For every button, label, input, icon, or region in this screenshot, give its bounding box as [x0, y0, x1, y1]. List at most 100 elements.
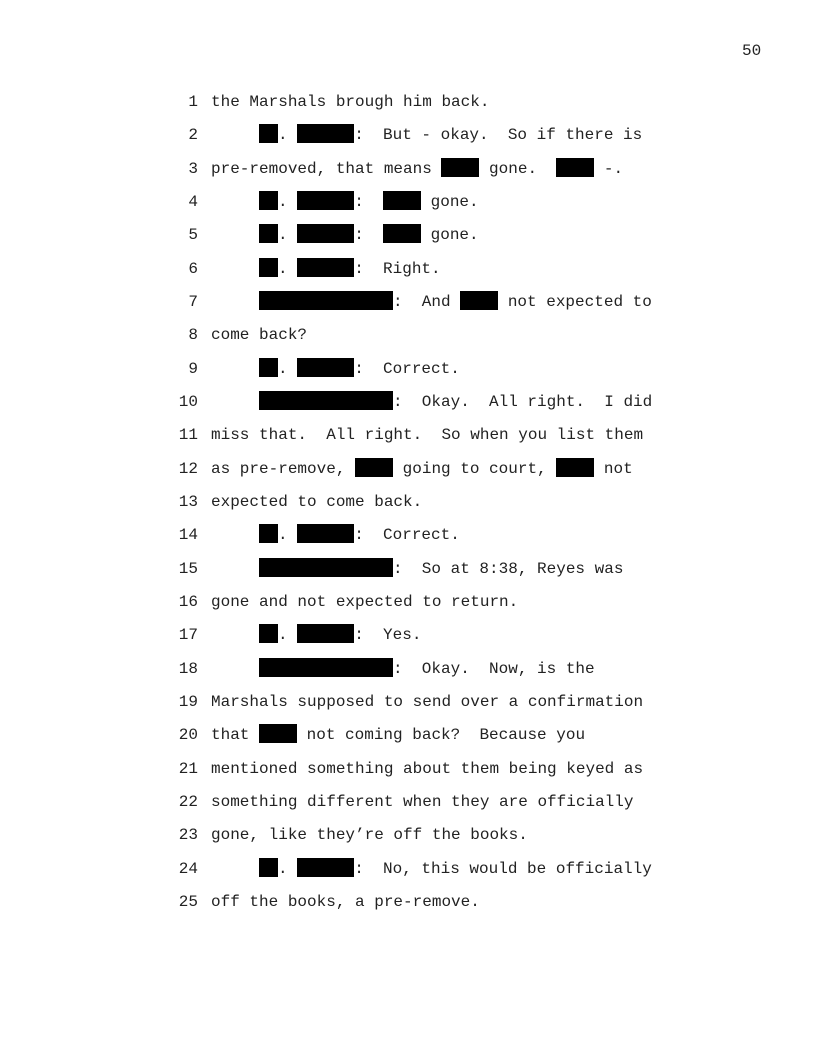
redaction: [259, 190, 278, 210]
transcript-body: 1 the Marshals brough him back. 2. : But …: [0, 86, 816, 919]
redaction: [259, 524, 278, 544]
line-number: 19: [178, 692, 198, 711]
transcript-line: 10 : Okay. All right. I did: [0, 386, 816, 419]
redaction: [259, 857, 278, 877]
transcript-line: 23 gone, like they’re off the books.: [0, 819, 816, 852]
line-number: 12: [178, 459, 198, 478]
transcript-line: 25 off the books, a pre-remove.: [0, 886, 816, 919]
redaction: [259, 357, 278, 377]
line-text: miss that. All right. So when you list t…: [211, 426, 644, 445]
line-text: : So at 8:38, Reyes was: [393, 559, 624, 578]
line-number: 11: [178, 426, 198, 445]
transcript-line: 9. : Correct.: [0, 353, 816, 386]
redaction: [297, 857, 355, 877]
redaction: [460, 290, 499, 310]
line-text: gone.: [479, 159, 557, 178]
line-number: 17: [178, 626, 198, 645]
redaction: [355, 457, 394, 477]
line-text: come back?: [211, 326, 308, 345]
line-text: gone.: [421, 192, 479, 211]
redaction: [259, 557, 393, 577]
page-number: 50: [742, 42, 762, 60]
line-text: .: [278, 259, 298, 278]
line-number: 1: [188, 93, 198, 111]
transcript-line: 15 : So at 8:38, Reyes was: [0, 553, 816, 586]
transcript-line: 7: And not expected to: [0, 286, 816, 319]
transcript-line: 3 pre-removed, that means gone. -.: [0, 153, 816, 186]
line-text: .: [278, 126, 298, 145]
line-text: gone, like they’re off the books.: [211, 826, 528, 845]
redaction: [556, 157, 595, 177]
line-number: 6: [188, 259, 198, 278]
line-text: :: [354, 226, 384, 245]
redaction: [297, 624, 355, 644]
redaction: [383, 190, 422, 210]
line-text: -.: [594, 159, 624, 178]
line-number: 4: [188, 192, 198, 211]
redaction: [297, 257, 355, 277]
line-text: .: [278, 226, 298, 245]
line-number: 24: [178, 859, 198, 878]
line-number: 21: [178, 759, 198, 778]
transcript-line: 4. : gone.: [0, 186, 816, 219]
redaction: [297, 190, 355, 210]
line-text: mentioned something about them being key…: [211, 759, 644, 778]
line-number: 25: [178, 892, 198, 911]
transcript-line: 17. : Yes.: [0, 619, 816, 652]
redaction: [383, 224, 422, 244]
redaction: [441, 157, 480, 177]
line-text: : Yes.: [354, 626, 422, 645]
line-text: as pre-remove,: [211, 459, 356, 478]
line-number: 3: [188, 159, 198, 178]
line-text: not: [594, 459, 633, 478]
line-text: .: [278, 192, 298, 211]
transcript-line: 14. : Correct.: [0, 519, 816, 552]
line-text: the Marshals brough him back.: [211, 93, 490, 111]
redaction: [259, 224, 278, 244]
redaction: [259, 624, 278, 644]
line-number: 2: [188, 126, 198, 145]
line-text: off the books, a pre-remove.: [211, 892, 480, 911]
transcript-line: 6. : Right.: [0, 253, 816, 286]
line-text: .: [278, 626, 298, 645]
redaction: [259, 390, 393, 410]
line-number: 15: [178, 559, 198, 578]
line-number: 8: [188, 326, 198, 345]
line-number: 16: [178, 592, 198, 611]
redaction: [259, 124, 278, 144]
transcript-line: 21 mentioned something about them being k…: [0, 753, 816, 786]
line-text: gone.: [421, 226, 479, 245]
redaction: [297, 524, 355, 544]
line-text: .: [278, 526, 298, 545]
line-text: : Right.: [354, 259, 441, 278]
line-number: 23: [178, 826, 198, 845]
line-text: something different when they are offici…: [211, 792, 634, 811]
line-text: .: [278, 859, 298, 878]
line-number: 13: [178, 492, 198, 511]
transcript-line: 1 the Marshals brough him back.: [0, 86, 816, 119]
line-text: : No, this would be officially: [354, 859, 652, 878]
redaction: [297, 124, 355, 144]
redaction: [556, 457, 595, 477]
line-text: : Okay. All right. I did: [393, 392, 653, 411]
transcript-line: 11 miss that. All right. So when you list…: [0, 419, 816, 452]
line-text: pre-removed, that means: [211, 159, 442, 178]
line-text: not expected to: [498, 292, 652, 311]
transcript-line: 2. : But - okay. So if there is: [0, 119, 816, 152]
transcript-line: 24. : No, this would be officially: [0, 853, 816, 886]
line-number: 10: [178, 392, 198, 411]
redaction: [297, 357, 355, 377]
line-text: :: [354, 192, 384, 211]
line-number: 7: [188, 292, 198, 311]
redaction: [259, 657, 393, 677]
redaction: [297, 224, 355, 244]
transcript-line: 18: Okay. Now, is the: [0, 653, 816, 686]
line-text: : Correct.: [354, 359, 460, 378]
line-text: that: [211, 726, 260, 745]
redaction: [259, 257, 278, 277]
